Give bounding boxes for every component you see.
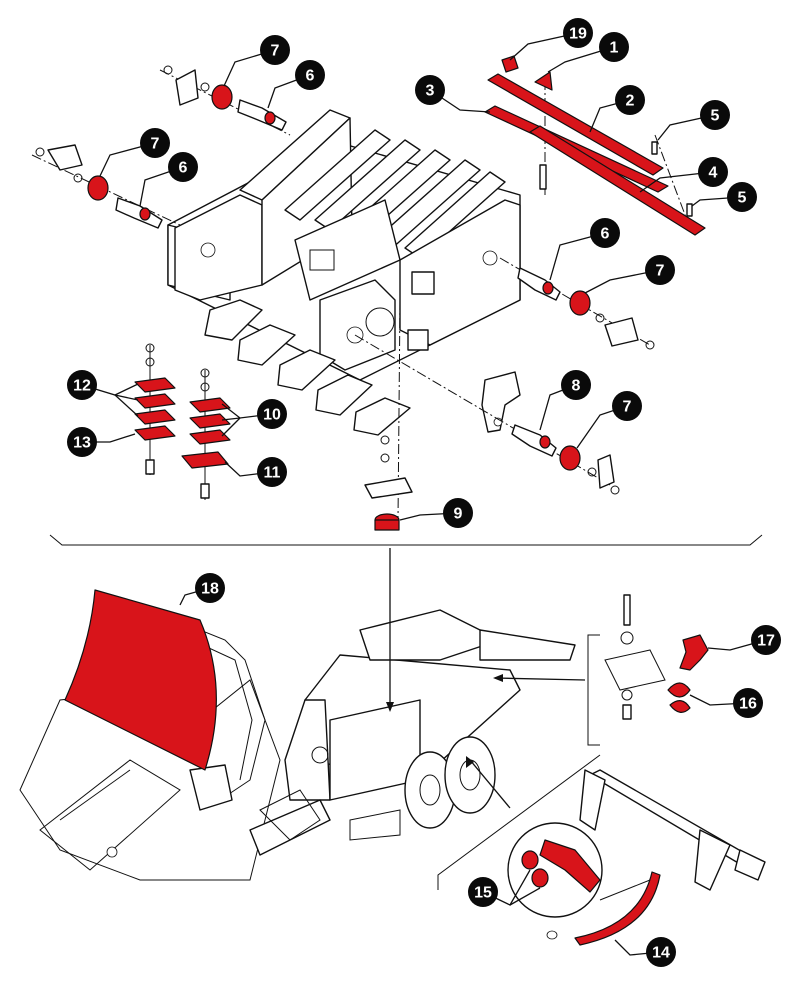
callout-1: 1 xyxy=(599,32,629,62)
callout-7: 7 xyxy=(645,255,675,285)
callout-number: 15 xyxy=(474,885,492,902)
callout-number: 2 xyxy=(626,93,635,110)
callout-number: 10 xyxy=(263,407,281,424)
callout-number: 17 xyxy=(757,633,775,650)
callout-number: 6 xyxy=(179,160,188,177)
callout-number: 8 xyxy=(572,378,581,395)
bolt-5b xyxy=(686,203,693,217)
callout-badge xyxy=(257,457,287,487)
callout-badge xyxy=(590,218,620,248)
detail-circle-15 xyxy=(507,822,651,940)
callout-number: 1 xyxy=(610,40,619,57)
bearing-right-bottom xyxy=(511,424,620,495)
callout-19: 19 xyxy=(563,18,593,48)
callout-number: 11 xyxy=(264,465,281,482)
callout-10: 10 xyxy=(257,399,287,429)
callout-number: 7 xyxy=(151,136,160,153)
callout-number: 4 xyxy=(709,165,718,182)
callout-number: 5 xyxy=(711,108,720,125)
callout-badge xyxy=(67,427,97,457)
callout-16: 16 xyxy=(733,688,763,718)
callout-badge xyxy=(195,573,225,603)
baler-machine xyxy=(249,609,576,856)
callout-number: 16 xyxy=(739,696,757,713)
bearing-right-top xyxy=(517,267,655,350)
callout-number: 5 xyxy=(738,190,747,207)
knife-19 xyxy=(501,55,519,73)
shim-stacks xyxy=(134,343,231,500)
callout-11: 11 xyxy=(257,457,287,487)
callout-number: 6 xyxy=(601,226,610,243)
knife-1 xyxy=(534,71,553,91)
callout-7: 7 xyxy=(260,35,290,65)
callout-13: 13 xyxy=(67,427,97,457)
pickup-bar xyxy=(579,769,766,891)
callout-badge xyxy=(700,100,730,130)
callout-8: 8 xyxy=(561,370,591,400)
callout-17: 17 xyxy=(751,625,781,655)
plate-18 xyxy=(64,589,217,771)
callout-7: 7 xyxy=(140,128,170,158)
callout-number: 19 xyxy=(569,26,587,43)
callout-number: 6 xyxy=(306,68,315,85)
detail-16-17 xyxy=(604,594,709,720)
bearing-left-mid xyxy=(35,144,163,229)
knife-bar-2 xyxy=(487,73,664,176)
callout-4: 4 xyxy=(698,157,728,187)
callout-7: 7 xyxy=(612,391,642,421)
callout-badge xyxy=(645,255,675,285)
callout-6: 6 xyxy=(168,152,198,182)
callout-6: 6 xyxy=(295,60,325,90)
section-bracket xyxy=(49,534,763,546)
callout-3: 3 xyxy=(415,75,445,105)
callout-18: 18 xyxy=(195,573,225,603)
callout-5: 5 xyxy=(727,182,757,212)
callout-badge xyxy=(698,157,728,187)
callout-badge xyxy=(646,937,676,967)
callout-badge xyxy=(561,370,591,400)
callout-2: 2 xyxy=(615,85,645,115)
callout-badge xyxy=(295,60,325,90)
callout-number: 9 xyxy=(454,506,463,523)
callout-number: 13 xyxy=(73,435,91,452)
callout-badge xyxy=(260,35,290,65)
callout-number: 12 xyxy=(73,378,91,395)
callout-badge xyxy=(415,75,445,105)
callout-badge xyxy=(168,152,198,182)
callout-badge xyxy=(615,85,645,115)
callout-badge xyxy=(140,128,170,158)
callout-badge xyxy=(733,688,763,718)
callout-badge xyxy=(443,498,473,528)
callout-badge xyxy=(257,399,287,429)
callout-badge xyxy=(751,625,781,655)
knife-bar-parts xyxy=(484,55,706,236)
callout-number: 7 xyxy=(623,399,632,416)
bearing-left-top xyxy=(163,65,287,131)
callout-badge xyxy=(563,18,593,48)
callout-number: 7 xyxy=(656,263,665,280)
callout-number: 3 xyxy=(426,83,435,100)
machine-leaders xyxy=(386,548,601,890)
callout-9: 9 xyxy=(443,498,473,528)
callout-badge xyxy=(599,32,629,62)
callout-14: 14 xyxy=(646,937,676,967)
callout-badge xyxy=(67,370,97,400)
callout-number: 7 xyxy=(271,43,280,60)
callout-number: 18 xyxy=(201,581,219,598)
callout-6: 6 xyxy=(590,218,620,248)
bolt-5a xyxy=(651,141,658,155)
knife-bar-4 xyxy=(529,125,706,236)
roller-assembly xyxy=(364,435,413,531)
callout-15: 15 xyxy=(468,877,498,907)
callout-badge xyxy=(727,182,757,212)
callout-12: 12 xyxy=(67,370,97,400)
knotter-frame xyxy=(167,109,521,436)
callout-5: 5 xyxy=(700,100,730,130)
callout-badge xyxy=(468,877,498,907)
callout-badge xyxy=(612,391,642,421)
callout-number: 14 xyxy=(652,945,670,962)
tine-14 xyxy=(574,871,661,946)
